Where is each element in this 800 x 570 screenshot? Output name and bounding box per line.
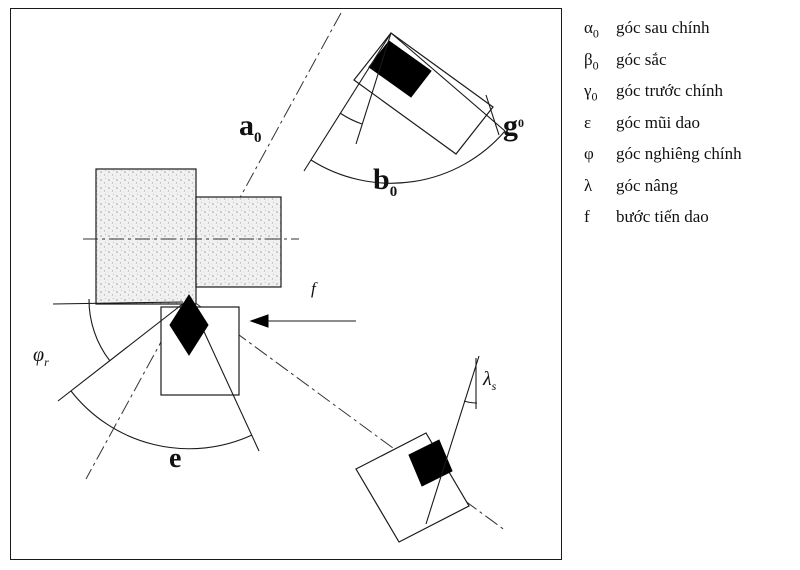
legend-symbol-sub: 0 [592,26,599,41]
phi-label: φr [33,344,49,369]
legend-item-lambda: λ góc nâng [584,176,794,199]
edge-inclination-line [425,355,480,525]
rake-face-line [390,32,506,132]
beta-angle-arc [310,130,506,184]
legend-symbol-main: φ [584,144,594,164]
legend-symbol: λ [584,176,616,199]
legend-item-epsilon: ε góc mũi dao [584,113,794,136]
legend-label: bước tiến dao [616,207,709,227]
legend-item-gamma: γ0 góc trước chính [584,81,794,104]
legend-symbol-main: λ [584,175,593,195]
workpiece [83,168,299,305]
lambda-label: λs [482,368,497,393]
beta-label-main: b [373,163,390,196]
phi-angle-arc [88,298,111,362]
workpiece-large-diameter [95,168,197,305]
gamma-label-main: g [503,109,518,142]
legend-item-feed: f bước tiến dao [584,207,794,230]
insert-diamond [169,294,209,356]
phi-label-main: φ [33,344,44,366]
alpha-label-sub: 0 [254,130,262,146]
legend-label: góc nghiêng chính [616,144,742,164]
legend-label: góc sắc [616,49,667,69]
surface-reference-line [52,301,184,305]
legend-symbol: φ [584,144,616,167]
alpha-label-main: a [239,109,254,142]
workpiece-small-diameter [195,196,282,288]
legend-symbol-sub: 0 [592,57,599,72]
legend-label: góc mũi dao [616,112,701,132]
beta-label: b0 [373,163,397,200]
legend-symbol-main: ε [584,112,592,132]
legend-symbol: f [584,207,616,230]
legend-label: góc trước chính [616,81,723,101]
legend-symbol-sub: 0 [591,89,598,104]
wedge-detail-view [303,32,506,184]
phi-label-sub: r [44,355,49,369]
legend-label: góc nâng [616,175,678,195]
feed-arrow [249,314,356,328]
feed-label-main: f [311,279,318,298]
flank-face-line [303,32,392,172]
main-cutting-edge-line [57,298,190,402]
legend: α0 góc sau chính β0 góc sắc γ0 góc trước… [584,18,794,239]
lambda-label-main: λ [482,368,492,390]
legend-item-phi: φ góc nghiêng chính [584,144,794,167]
epsilon-label: e [169,443,181,474]
legend-symbol: α0 [584,18,616,41]
tool-body-top [353,32,494,155]
legend-symbol: β0 [584,50,616,73]
alpha-angle-arc [339,112,363,125]
feed-label: f [311,279,318,298]
inclination-detail-view [355,355,480,543]
legend-item-alpha: α0 góc sau chính [584,18,794,41]
tool-geometry-drawing: a0 b0 g0 e φr λs f [33,12,524,543]
tool-body-bottom [355,432,470,543]
beta-label-sub: 0 [390,184,398,200]
rake-reference-tick [485,94,500,136]
clearance-reference-line [355,32,392,145]
drawing-frame: a0 b0 g0 e φr λs f [10,8,562,560]
lambda-angle-arc [463,400,478,404]
legend-symbol-main: γ [584,81,592,101]
legend-symbol: γ0 [584,81,616,104]
legend-symbol-main: f [584,207,590,227]
gamma-label-sub: 0 [518,116,524,130]
legend-symbol-main: β [584,49,593,69]
legend-item-beta: β0 góc sắc [584,50,794,73]
gamma-label: g0 [503,109,524,142]
tool-front-view [52,294,260,452]
legend-symbol: ε [584,113,616,136]
alpha-label: a0 [239,109,262,146]
lambda-label-sub: s [492,379,497,393]
legend-label: góc sau chính [616,18,710,37]
epsilon-label-main: e [169,443,181,474]
feed-arrowhead-icon [249,314,269,328]
epsilon-angle-arc [70,390,253,450]
legend-symbol-main: α [584,18,593,37]
